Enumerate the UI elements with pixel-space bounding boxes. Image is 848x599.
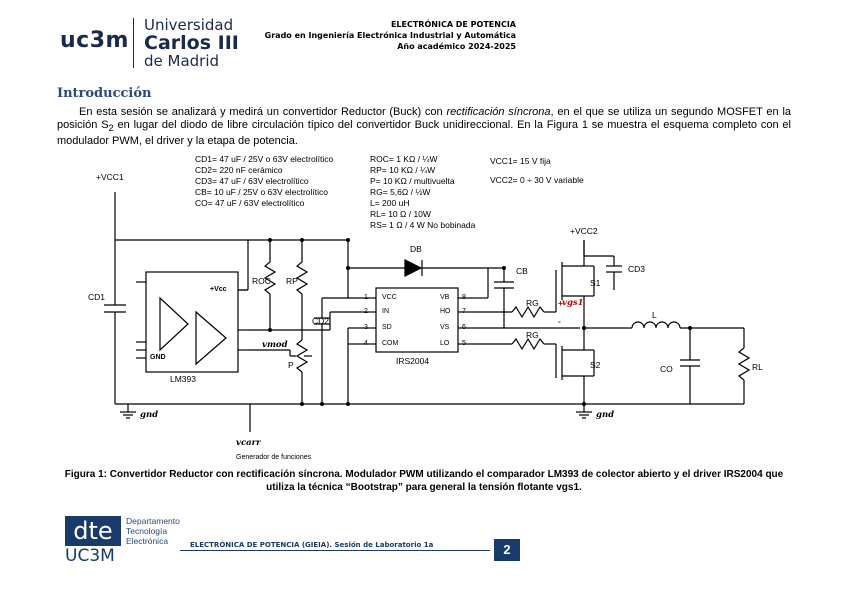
label-rg1: RG bbox=[526, 298, 539, 308]
label-lm393: LM393 bbox=[170, 374, 196, 384]
irs-pin-name: VCC bbox=[382, 294, 397, 301]
course-name: ELECTRÓNICA DE POTENCIA bbox=[390, 20, 516, 29]
dept-line-3: Electrónica bbox=[126, 536, 169, 546]
logo-line-3: de Madrid bbox=[144, 52, 220, 70]
academic-year: Año académico 2024-2025 bbox=[397, 42, 516, 51]
irs-pin-name: COM bbox=[382, 340, 399, 347]
irs-pin-number: 4 bbox=[364, 340, 368, 347]
label-cd2: CD2 bbox=[312, 316, 330, 326]
label-cb: CB bbox=[516, 266, 528, 276]
dept-line-1: Departamento bbox=[126, 516, 180, 526]
spec-item: RP= 10 KΩ / ¼W bbox=[370, 165, 436, 175]
label-vcc2: +VCC2 bbox=[570, 226, 598, 236]
section-title: Introducción bbox=[57, 86, 152, 101]
label-roc: ROC bbox=[252, 276, 271, 286]
label-lm-vcc: +Vcc bbox=[210, 286, 227, 293]
label-p: P bbox=[288, 360, 294, 370]
irs-pin-number: 2 bbox=[364, 308, 368, 315]
para-part-c: en lugar del diodo de libre circulación … bbox=[57, 119, 791, 148]
label-generator: Generador de funciones bbox=[236, 454, 312, 461]
label-cd1: CD1 bbox=[88, 292, 106, 302]
label-lm-gnd: GND bbox=[150, 354, 166, 361]
logo-line-2: Carlos III bbox=[144, 32, 239, 54]
irs-pin-name: VB bbox=[440, 294, 450, 301]
label-s2: S2 bbox=[590, 360, 601, 370]
irs-pin-number: 8 bbox=[462, 294, 466, 301]
spec-item: ROC= 1 KΩ / ¼W bbox=[370, 154, 438, 164]
spec-item: RL= 10 Ω / 10W bbox=[370, 209, 431, 219]
irs-pin-name: IN bbox=[382, 308, 389, 315]
spec-item: VCC1= 15 V fija bbox=[490, 156, 551, 166]
spec-item: VCC2= 0 ÷ 30 V variable bbox=[490, 175, 584, 185]
para-part-a: En esta sesión se analizará y medirá un … bbox=[79, 106, 447, 118]
spec-item: L= 200 uH bbox=[370, 198, 410, 208]
label-rp: RP bbox=[286, 276, 298, 286]
spec-item: RS= 1 Ω / 4 W No bobinada bbox=[370, 220, 476, 230]
logo-separator bbox=[133, 18, 134, 68]
irs-pin-name: SD bbox=[382, 324, 392, 331]
label-gnd-right: gnd bbox=[596, 410, 615, 420]
spec-item: CD3= 47 uF / 63V electrolítico bbox=[195, 176, 309, 186]
label-vcarr: vcarr bbox=[236, 438, 261, 448]
intro-paragraph: En esta sesión se analizará y medirá un … bbox=[57, 106, 791, 148]
spec-item: CD2= 220 nF cerámico bbox=[195, 165, 283, 175]
label-cd3: CD3 bbox=[628, 264, 646, 274]
label-vgs1-minus: - bbox=[558, 316, 561, 326]
spec-item: CO= 47 uF / 63V electrolítico bbox=[195, 198, 305, 208]
label-db: DB bbox=[410, 244, 422, 254]
irs-pin-number: 1 bbox=[364, 294, 368, 301]
para-sub: 2 bbox=[108, 123, 114, 134]
logo-line-1: Universidad bbox=[144, 16, 234, 34]
course-header: ELECTRÓNICA DE POTENCIA Grado en Ingenie… bbox=[265, 19, 516, 52]
irs-pin-number: 3 bbox=[364, 324, 368, 331]
label-vgs1-plus: + bbox=[558, 298, 563, 308]
label-vgs1: vgs1 bbox=[562, 298, 584, 308]
page-number: 2 bbox=[494, 539, 520, 561]
department-name: Departamento Tecnología Electrónica bbox=[126, 516, 180, 546]
spec-item: RG= 5,6Ω / ½W bbox=[370, 187, 431, 197]
dept-line-2: Tecnología bbox=[126, 526, 168, 536]
irs-pin-name: LO bbox=[440, 340, 450, 347]
label-gnd-left: gnd bbox=[140, 410, 159, 420]
figure-caption: Figura 1: Convertidor Reductor con recti… bbox=[64, 469, 784, 493]
label-irs2004: IRS2004 bbox=[396, 356, 430, 366]
footer-rule bbox=[180, 550, 490, 551]
university-logo-text: Universidad Carlos III de Madrid bbox=[144, 16, 239, 70]
irs-pin-number: 6 bbox=[462, 324, 466, 331]
label-s1: S1 bbox=[590, 278, 601, 288]
label-co: CO bbox=[660, 364, 673, 374]
spec-item: CD1= 47 uF / 25V o 63V electrolítico bbox=[195, 154, 334, 164]
spec-item: CB= 10 uF / 25V o 63V electrolítico bbox=[195, 187, 329, 197]
label-vcc1: +VCC1 bbox=[96, 172, 124, 182]
label-rl: RL bbox=[752, 362, 763, 372]
label-vmod: vmod bbox=[262, 340, 288, 350]
para-emphasis: rectificación síncrona bbox=[446, 106, 551, 118]
label-l: L bbox=[652, 310, 657, 320]
dte-logo: dte bbox=[65, 516, 121, 546]
uc3m-logo: uc3m bbox=[60, 28, 129, 53]
dte-uc3m-text: UC3M bbox=[65, 546, 115, 566]
para-part-b: , en el que se utiliza un segundo MOSFET… bbox=[57, 106, 791, 131]
label-rg2: RG bbox=[526, 330, 539, 340]
degree-name: Grado en Ingeniería Electrónica Industri… bbox=[264, 31, 516, 40]
spec-item: P= 10 KΩ / multivuelta bbox=[370, 176, 455, 186]
irs-pin-name: HO bbox=[440, 308, 451, 315]
footer-text: ELECTRÓNICA DE POTENCIA (GIEIA). Sesión … bbox=[190, 541, 434, 549]
irs-pin-number: 7 bbox=[462, 308, 466, 315]
irs-pin-name: VS bbox=[440, 324, 450, 331]
irs-pin-number: 5 bbox=[462, 340, 466, 347]
